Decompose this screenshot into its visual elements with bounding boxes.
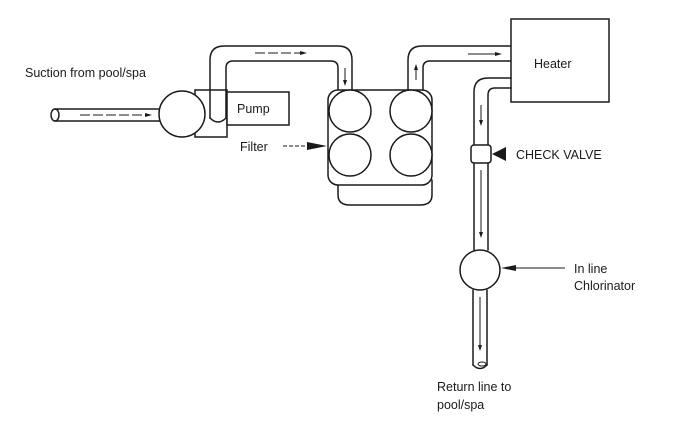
heater-label: Heater — [534, 57, 572, 71]
check-valve-pointer-arrow — [492, 147, 506, 161]
return-label-line1: Return line to — [437, 380, 511, 394]
return-line — [472, 289, 488, 370]
chlorinator-label-line2: Chlorinator — [574, 279, 635, 293]
suction-pipe — [50, 108, 161, 122]
chlorinator-label-line1: In line — [574, 262, 607, 276]
suction-label: Suction from pool/spa — [25, 66, 146, 80]
heater — [510, 18, 610, 103]
chlorinator-pointer-arrow — [501, 265, 565, 271]
pump-to-filter-pipe — [209, 45, 353, 123]
filter-to-heater-pipe — [407, 45, 512, 91]
return-label-line2: pool/spa — [437, 398, 484, 412]
check-valve — [470, 144, 492, 251]
pump-volute — [158, 89, 228, 138]
check-valve-label: CHECK VALVE — [516, 148, 602, 162]
filter-pointer-arrow — [283, 142, 327, 150]
filter-label: Filter — [240, 140, 268, 154]
heater-return-pipe — [473, 77, 512, 146]
filter — [327, 89, 433, 206]
pump-label: Pump — [237, 102, 270, 116]
chlorinator — [459, 249, 501, 291]
pump-box — [226, 91, 290, 126]
